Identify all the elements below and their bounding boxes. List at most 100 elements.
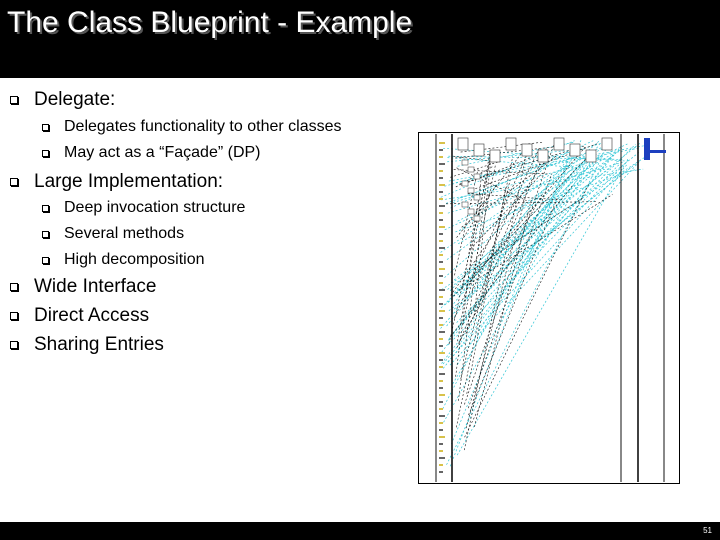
bullet-item: Direct Access bbox=[10, 305, 149, 327]
attribute-marker bbox=[644, 138, 666, 160]
method-node bbox=[439, 324, 443, 326]
method-node bbox=[439, 247, 445, 249]
link-line bbox=[442, 144, 623, 365]
bullet-item: Delegate: bbox=[10, 89, 115, 111]
method-node bbox=[439, 240, 443, 242]
method-node bbox=[439, 163, 445, 165]
link-line bbox=[452, 150, 590, 384]
method-node bbox=[439, 219, 443, 221]
link-line bbox=[465, 194, 613, 287]
sub-bullet-item: High decomposition bbox=[42, 251, 205, 269]
method-node bbox=[439, 331, 445, 333]
sub-bullet-item: Deep invocation structure bbox=[42, 199, 245, 217]
link-line bbox=[450, 161, 499, 178]
bullet-text: Several methods bbox=[64, 225, 185, 242]
link-line bbox=[466, 185, 507, 394]
method-node bbox=[439, 457, 445, 459]
method-node bbox=[439, 261, 443, 263]
link-line bbox=[456, 167, 527, 201]
sub-bullet-item: May act as a “Façade” (DP) bbox=[42, 144, 261, 162]
link-line bbox=[448, 160, 491, 345]
method-node bbox=[473, 173, 481, 180]
method-node bbox=[457, 137, 469, 151]
link-line bbox=[459, 164, 620, 326]
link-line bbox=[444, 140, 600, 278]
method-node bbox=[439, 380, 443, 382]
link-line bbox=[459, 145, 585, 185]
bullet-text: Wide Interface bbox=[34, 276, 157, 297]
method-node bbox=[439, 142, 445, 144]
method-node bbox=[439, 156, 443, 158]
method-node bbox=[439, 191, 443, 193]
link-line bbox=[461, 154, 558, 228]
link-line bbox=[447, 159, 629, 346]
link-line bbox=[456, 159, 629, 456]
blueprint-frame bbox=[418, 132, 680, 484]
link-line bbox=[458, 154, 491, 401]
method-node bbox=[461, 159, 469, 166]
bullet-text: Deep invocation structure bbox=[64, 199, 246, 216]
link-line bbox=[462, 165, 496, 325]
method-node bbox=[553, 137, 565, 151]
checkbox-bullet-icon bbox=[42, 204, 49, 212]
method-node bbox=[439, 310, 445, 312]
bullet-text: High decomposition bbox=[64, 251, 205, 268]
method-node bbox=[439, 422, 443, 424]
link-line bbox=[454, 155, 527, 319]
method-node bbox=[439, 149, 443, 151]
checkbox-bullet-icon bbox=[42, 149, 49, 157]
bullet-text: May act as a “Façade” (DP) bbox=[64, 144, 261, 161]
link-line bbox=[471, 147, 541, 292]
checkbox-bullet-icon bbox=[10, 96, 18, 104]
link-line bbox=[465, 186, 529, 429]
method-node bbox=[439, 415, 445, 417]
link-line bbox=[447, 148, 587, 163]
method-node bbox=[461, 201, 469, 208]
link-line bbox=[457, 151, 617, 245]
link-line bbox=[450, 184, 574, 337]
checkbox-bullet-icon bbox=[10, 341, 18, 349]
link-line bbox=[448, 169, 576, 340]
method-node bbox=[439, 233, 443, 235]
link-line bbox=[448, 161, 639, 312]
method-node bbox=[489, 149, 501, 163]
link-line bbox=[473, 163, 491, 316]
link-line bbox=[463, 184, 497, 238]
method-node bbox=[439, 401, 443, 403]
checkbox-bullet-icon bbox=[10, 312, 18, 320]
link-line bbox=[457, 150, 491, 342]
method-node bbox=[473, 143, 485, 157]
bullet-list: Delegate: Delegates functionality to oth… bbox=[0, 78, 420, 378]
link-line bbox=[440, 150, 595, 329]
method-node bbox=[439, 177, 443, 179]
method-node bbox=[473, 215, 481, 222]
link-line bbox=[464, 145, 554, 405]
link-line bbox=[457, 153, 616, 296]
link-line bbox=[460, 155, 537, 186]
attribute-node bbox=[644, 138, 650, 160]
method-node bbox=[439, 345, 443, 347]
link-line bbox=[468, 196, 559, 416]
method-node bbox=[439, 366, 443, 368]
method-node bbox=[439, 226, 445, 228]
slide-title: The Class Blueprint - Example bbox=[7, 6, 413, 39]
sub-bullet-item: Delegates functionality to other classes bbox=[42, 118, 341, 136]
link-line bbox=[447, 157, 606, 171]
link-line bbox=[449, 151, 572, 467]
method-node bbox=[461, 180, 469, 187]
method-node bbox=[439, 282, 443, 284]
method-node bbox=[439, 352, 445, 354]
link-line bbox=[449, 166, 575, 291]
link-line bbox=[442, 154, 614, 369]
link-line bbox=[446, 154, 604, 465]
bullet-item: Large Implementation: bbox=[10, 171, 223, 193]
link-line bbox=[467, 143, 598, 192]
link-line bbox=[470, 172, 543, 250]
method-node bbox=[439, 296, 443, 298]
method-node bbox=[439, 303, 443, 305]
method-node bbox=[439, 443, 443, 445]
bullet-text: Large Implementation: bbox=[34, 171, 224, 192]
method-node bbox=[467, 166, 475, 173]
method-node bbox=[585, 149, 597, 163]
checkbox-bullet-icon bbox=[10, 283, 18, 291]
